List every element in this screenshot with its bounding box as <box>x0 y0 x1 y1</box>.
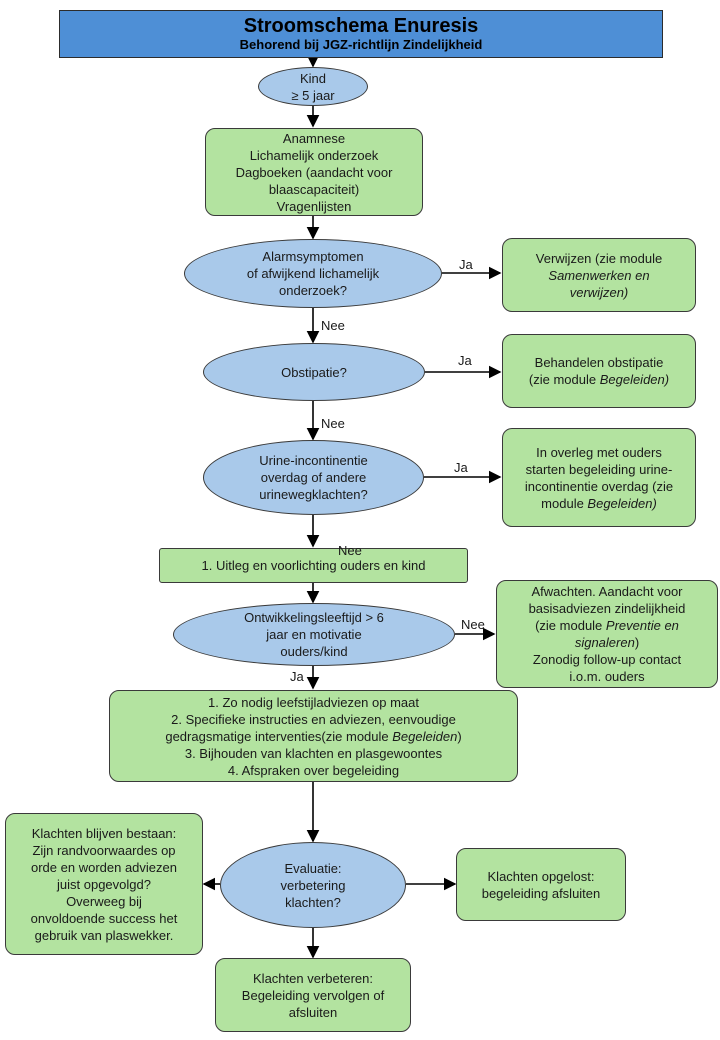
node-afwachten-line-5: Zonodig follow-up contact <box>532 652 682 667</box>
node-afwachten-line-4-post: ) <box>634 635 640 650</box>
node-afwachten: Afwachten. Aandacht voor basisadviezen z… <box>496 580 718 688</box>
node-blijven-line-4: juist opgevolgd? <box>57 876 151 892</box>
decision-alarm-line-3: onderzoek? <box>279 283 347 298</box>
decision-urine-line-3: urinewegklachten? <box>259 487 368 502</box>
node-adviezen-item-1: 1. Zo nodig leefstijladviezen op maat <box>207 694 419 710</box>
node-verwijzen-line-3: verwijzen) <box>569 284 629 300</box>
node-blijven-line-1: Klachten blijven bestaan: <box>31 825 177 841</box>
node-overleg-line-3: incontinentie overdag (zie <box>524 478 674 494</box>
node-adviezen-item-3: 3. Bijhouden van klachten en plasgewoont… <box>184 745 443 761</box>
node-start-line-1: Kind <box>299 70 327 86</box>
decision-evaluatie-line-3: klachten? <box>285 894 341 910</box>
decision-obstipatie: Obstipatie? <box>203 343 425 401</box>
decision-alarm-line-2: of afwijkend lichamelijk <box>246 266 380 281</box>
node-blijven-line-5: Overweeg bij <box>66 893 142 909</box>
decision-ontwikkeling-line-1: Ontwikkelingsleeftijd > 6 <box>244 610 384 625</box>
node-adviezen-item-2b-post: ) <box>457 728 462 744</box>
decision-ontwikkeling-line-2: jaar en motivatie <box>266 627 362 642</box>
edge-label-ontwikkeling-nee: Nee <box>461 617 485 632</box>
node-overleg-line-1: In overleg met ouders <box>536 444 662 460</box>
edge-label-alarm-nee: Nee <box>321 318 345 333</box>
node-verbeteren: Klachten verbeteren: Begeleiding vervolg… <box>215 958 411 1032</box>
node-verbeteren-line-1: Klachten verbeteren: <box>253 970 373 986</box>
node-anamnese-line-5: Vragenlijsten <box>276 198 352 214</box>
node-adviezen-item-4: 4. Afspraken over begeleiding <box>227 762 400 778</box>
node-afwachten-line-2: basisadviezen zindelijkheid <box>528 601 686 616</box>
node-start: Kind ≥ 5 jaar <box>258 67 368 106</box>
edge-label-urine-nee: Nee <box>338 543 362 558</box>
node-blijven-line-6: onvoldoende success het <box>30 910 178 926</box>
decision-urine: Urine-incontinentie overdag of andere ur… <box>203 440 424 515</box>
node-afwachten-line-3-italic: Preventie en <box>605 618 679 633</box>
edge-label-ontwikkeling-ja: Ja <box>290 669 304 684</box>
node-adviezen-item-2b-italic: Begeleiden <box>392 728 458 744</box>
node-adviezen-item-2a: 2. Specifieke instructies en adviezen, e… <box>171 711 456 727</box>
node-overleg-line-4-italic: Begeleiden) <box>587 495 657 511</box>
node-blijven: Klachten blijven bestaan: Zijn randvoorw… <box>5 813 203 955</box>
node-overleg-line-4-pre: module <box>541 495 588 511</box>
node-verbeteren-line-2: Begeleiding vervolgen of <box>241 987 385 1003</box>
node-behandelen-line-2: (zie module Begeleiden) <box>529 371 669 388</box>
node-adviezen-item-2b-pre: gedragsmatige interventies(zie module <box>165 728 393 744</box>
node-opgelost: Klachten opgelost: begeleiding afsluiten <box>456 848 626 921</box>
edge-label-obstipatie-nee: Nee <box>321 416 345 431</box>
edge-label-alarm-ja: Ja <box>459 257 473 272</box>
node-anamnese-line-2: Lichamelijk onderzoek <box>249 147 379 163</box>
decision-evaluatie: Evaluatie: verbetering klachten? <box>220 842 406 928</box>
node-behandelen: Behandelen obstipatie (zie module Begele… <box>502 334 696 408</box>
decision-evaluatie-line-1: Evaluatie: <box>284 860 342 876</box>
node-verwijzen-line-2: Samenwerken en <box>548 267 650 283</box>
node-verbeteren-line-3: afsluiten <box>288 1004 338 1020</box>
node-verwijzen-line-1: Verwijzen (zie module <box>535 250 663 266</box>
decision-alarm: Alarmsymptomen of afwijkend lichamelijk … <box>184 239 442 308</box>
decision-urine-line-2: overdag of andere <box>260 470 367 485</box>
edge-label-urine-ja: Ja <box>454 460 468 475</box>
node-opgelost-line-2: begeleiding afsluiten <box>481 885 601 901</box>
node-afwachten-line-1: Afwachten. Aandacht voor <box>531 584 683 599</box>
node-opgelost-line-1: Klachten opgelost: <box>487 868 595 884</box>
node-behandelen-line-2-italic: Begeleiden) <box>599 372 670 387</box>
node-behandelen-line-1: Behandelen obstipatie <box>534 355 664 370</box>
node-anamnese: Anamnese Lichamelijk onderzoek Dagboeken… <box>205 128 423 216</box>
node-overleg: In overleg met ouders starten begeleidin… <box>502 428 696 527</box>
node-blijven-line-2: Zijn randvoorwaardes op <box>32 842 176 858</box>
title-banner: Stroomschema Enuresis Behorend bij JGZ-r… <box>59 10 663 58</box>
node-blijven-line-3: orde en worden adviezen <box>31 859 177 875</box>
diagram-subtitle: Behorend bij JGZ-richtlijn Zindelijkheid <box>239 37 483 52</box>
decision-evaluatie-line-2: verbetering <box>280 877 346 893</box>
node-uitleg: 1. Uitleg en voorlichting ouders en kind <box>159 548 468 583</box>
node-afwachten-line-4-italic: signaleren <box>574 635 635 650</box>
node-afwachten-line-3: (zie module Preventie en <box>535 617 679 634</box>
diagram-title: Stroomschema Enuresis <box>243 15 479 37</box>
node-adviezen: 1. Zo nodig leefstijladviezen op maat 2.… <box>109 690 518 782</box>
node-overleg-line-4: module Begeleiden) <box>541 495 657 512</box>
node-afwachten-line-6: i.o.m. ouders <box>569 669 645 684</box>
decision-ontwikkeling: Ontwikkelingsleeftijd > 6 jaar en motiva… <box>173 603 455 666</box>
decision-obstipatie-line-1: Obstipatie? <box>281 364 347 380</box>
node-anamnese-line-1: Anamnese <box>282 130 346 146</box>
node-adviezen-item-2b: gedragsmatige interventies(zie module Be… <box>165 728 461 745</box>
decision-ontwikkeling-line-3: ouders/kind <box>280 644 348 659</box>
decision-alarm-line-1: Alarmsymptomen <box>262 249 364 264</box>
node-afwachten-line-4: signaleren) <box>575 634 639 651</box>
node-anamnese-line-4: blaascapaciteit) <box>268 181 360 197</box>
edge-label-obstipatie-ja: Ja <box>458 353 472 368</box>
node-behandelen-line-2-pre: (zie module <box>528 372 600 387</box>
decision-urine-line-1: Urine-incontinentie <box>259 453 368 468</box>
node-start-line-2: ≥ 5 jaar <box>291 87 335 103</box>
node-verwijzen: Verwijzen (zie module Samenwerken en ver… <box>502 238 696 312</box>
node-overleg-line-2: starten begeleiding urine- <box>525 461 673 477</box>
node-afwachten-line-3-pre: (zie module <box>535 618 606 633</box>
node-anamnese-line-3: Dagboeken (aandacht voor <box>235 164 393 180</box>
node-uitleg-text: 1. Uitleg en voorlichting ouders en kind <box>201 558 426 573</box>
node-blijven-line-7: gebruik van plaswekker. <box>34 927 174 943</box>
